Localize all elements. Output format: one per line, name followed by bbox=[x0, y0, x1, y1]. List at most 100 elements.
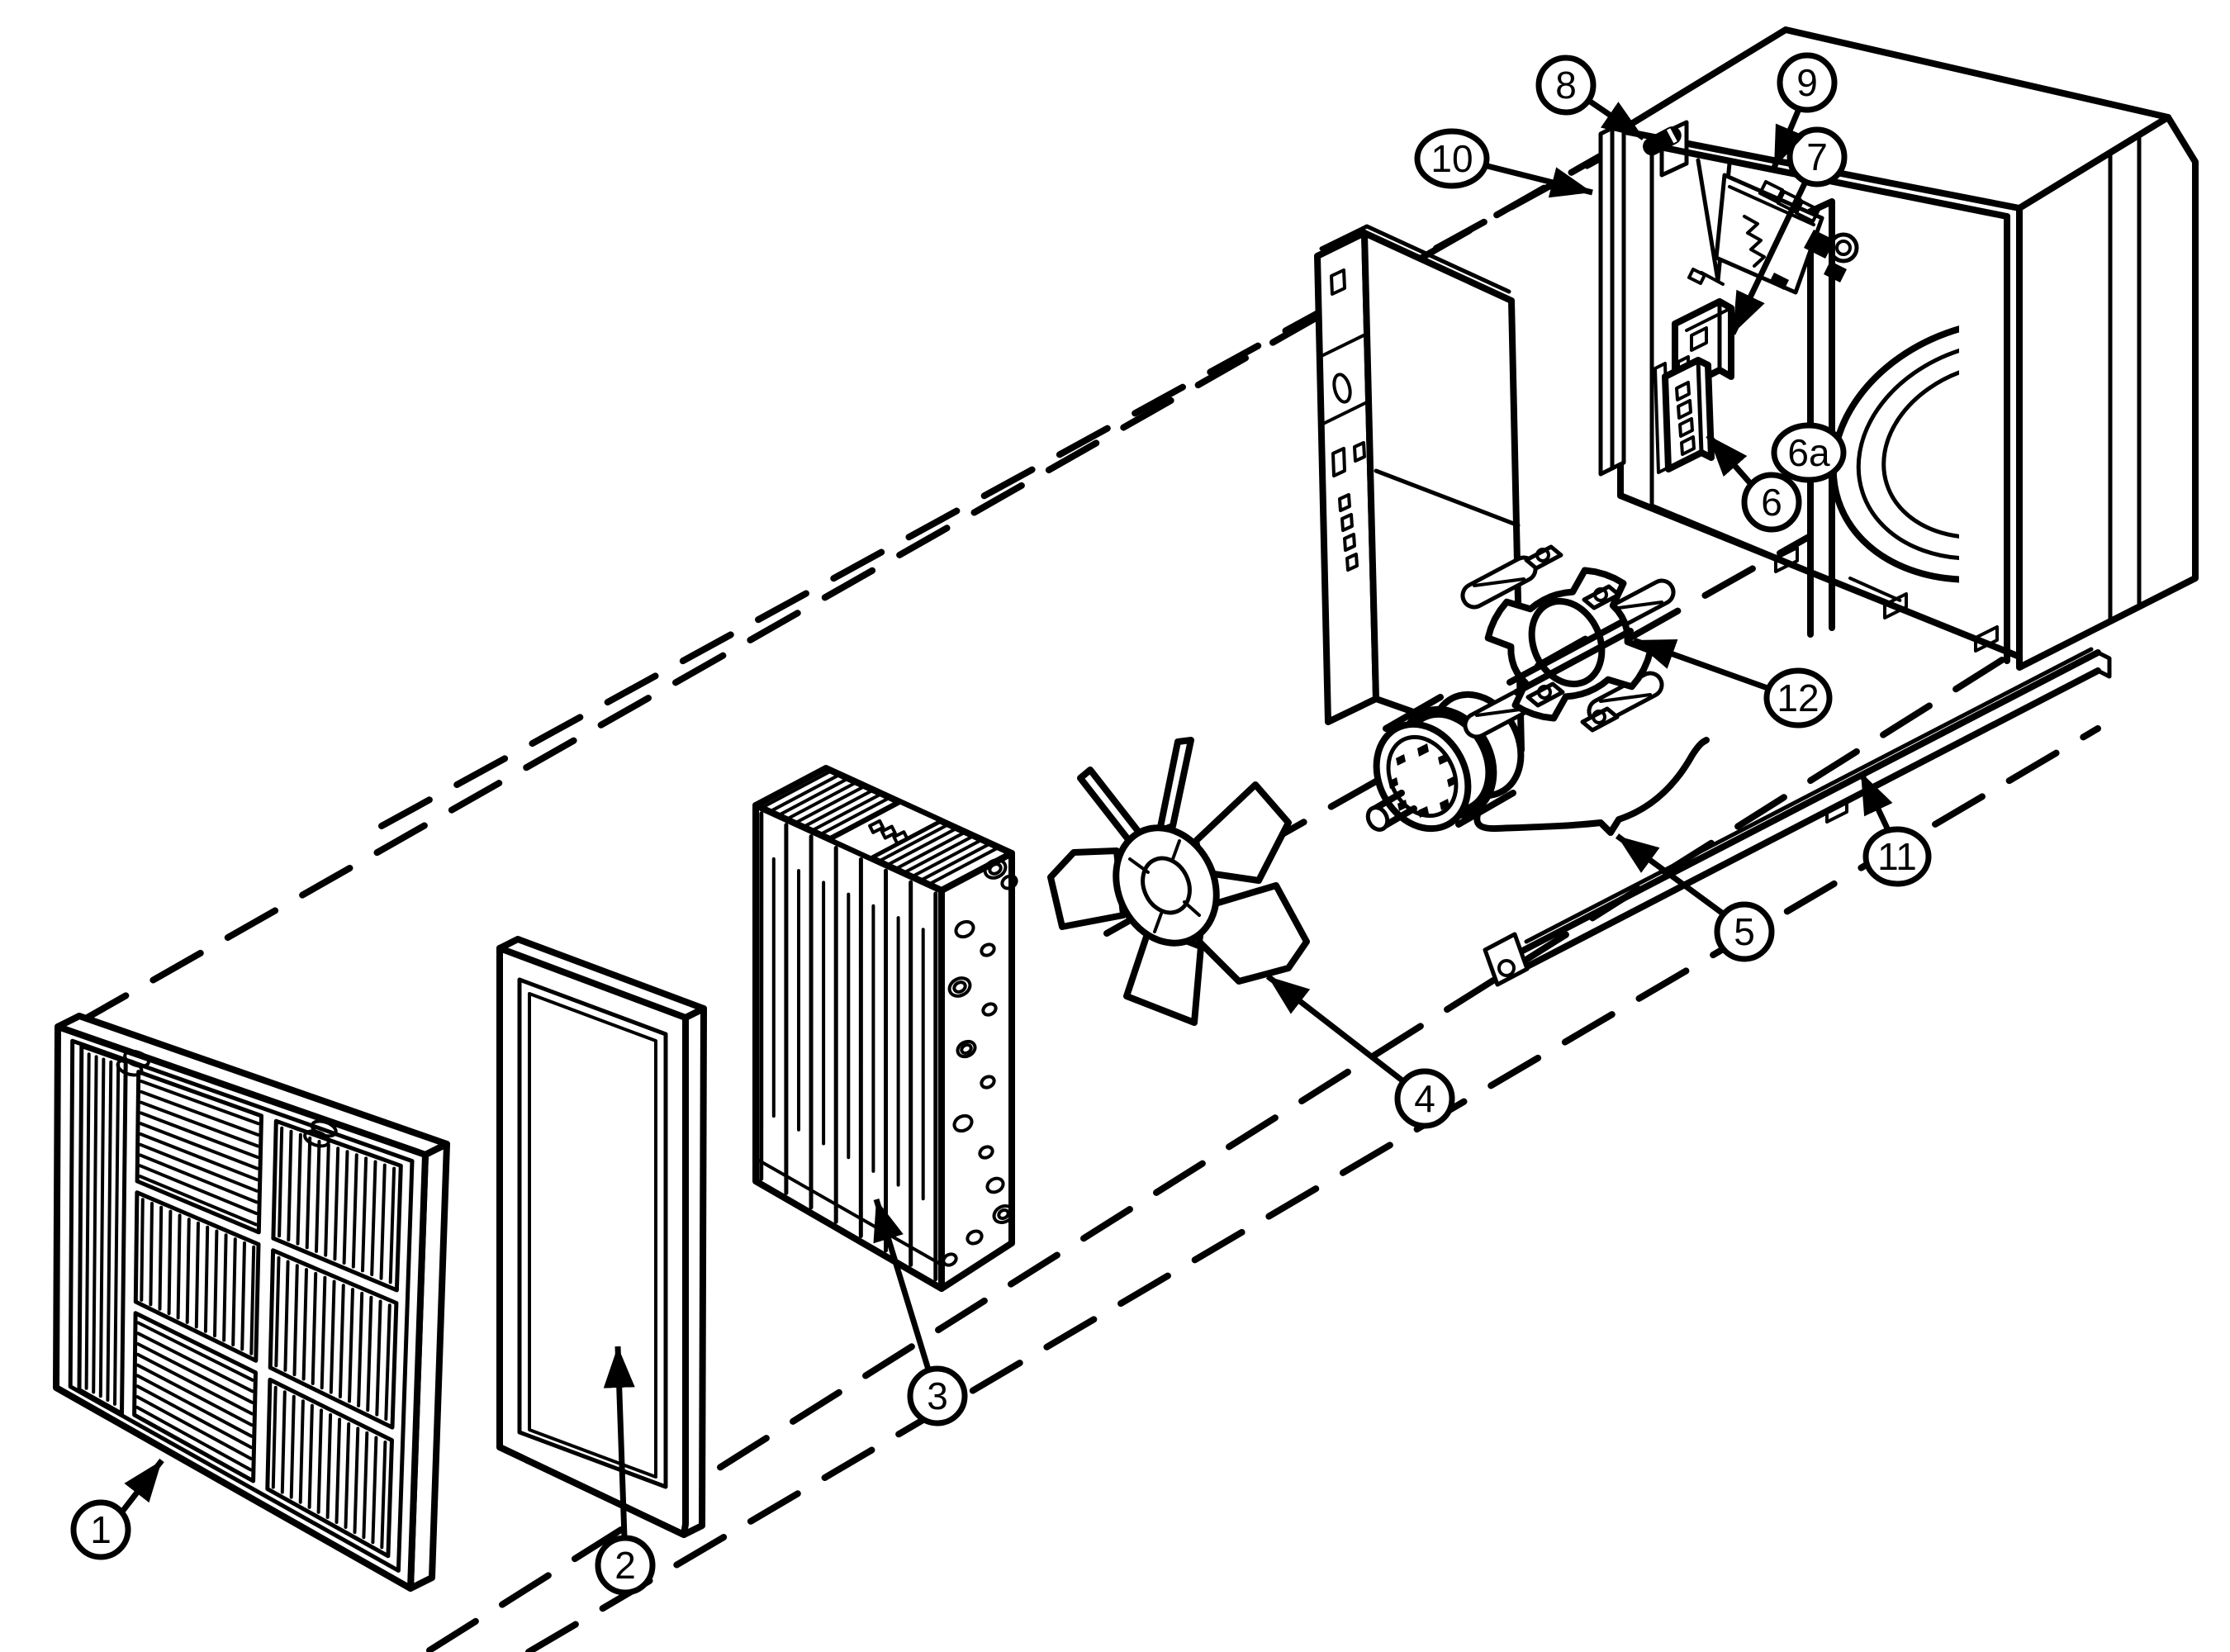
callout-4-leader bbox=[1265, 974, 1406, 1084]
board bbox=[1714, 173, 1824, 295]
callout-2-circle bbox=[595, 1535, 656, 1596]
board-spring bbox=[1743, 215, 1766, 268]
mounting-screw bbox=[1643, 126, 1682, 156]
axis-line-bottom-1 bbox=[426, 615, 2072, 1652]
control-box-slot bbox=[1330, 268, 1346, 296]
callout-12: 12 bbox=[1632, 637, 1833, 729]
grille-screw-hole bbox=[116, 1058, 144, 1077]
callout-4: 4 bbox=[1265, 974, 1455, 1129]
callout-5-number: 5 bbox=[1734, 910, 1755, 953]
callout-10-leader bbox=[1487, 163, 1593, 198]
control-panel-box bbox=[1314, 224, 1525, 753]
callout-9: 9 bbox=[1771, 52, 1838, 169]
callout-6-number: 6 bbox=[1761, 481, 1782, 524]
bracket-mount-tab bbox=[1580, 706, 1620, 733]
callout-7-leader bbox=[1729, 180, 1809, 335]
coil-tube-end bbox=[952, 1113, 974, 1133]
terminal-block-slots bbox=[1675, 381, 1696, 456]
filter-inner-frame bbox=[517, 977, 668, 1489]
front-grille bbox=[53, 1013, 450, 1592]
callout-1-circle bbox=[70, 1499, 131, 1560]
callout-7-number: 7 bbox=[1806, 135, 1828, 178]
grille-louvers bbox=[138, 1080, 260, 1227]
coil-tube-end bbox=[947, 976, 972, 998]
board-coil-component bbox=[1828, 232, 1859, 263]
blower-opening-arcs bbox=[1834, 317, 1959, 583]
coil-tube-end bbox=[954, 919, 975, 939]
callout-11-number: 11 bbox=[1877, 835, 1917, 878]
callout-3-circle bbox=[907, 1365, 968, 1427]
coil-tube-end bbox=[942, 1252, 958, 1267]
bracket-mount-tab bbox=[1524, 544, 1563, 571]
motor-mount-bracket bbox=[1460, 544, 1676, 739]
callout-3-number: 3 bbox=[927, 1374, 948, 1417]
control-board bbox=[1687, 158, 1859, 295]
callout-10-number: 10 bbox=[1431, 137, 1473, 180]
callout-1-number: 1 bbox=[90, 1508, 112, 1551]
callout-8: 8 bbox=[1535, 55, 1645, 140]
coil-tube-end bbox=[985, 1176, 1005, 1194]
callout-6a-circle bbox=[1771, 422, 1847, 483]
callout-1: 1 bbox=[70, 1458, 164, 1560]
control-box-front-face bbox=[1361, 230, 1525, 753]
fan-blade-west bbox=[1047, 847, 1127, 930]
coil-tube-end bbox=[1000, 874, 1018, 890]
callout-8-leader bbox=[1587, 98, 1645, 140]
base-rail bbox=[1483, 647, 2112, 987]
cabinet-shell bbox=[1617, 26, 2199, 671]
motor-bolt-holes bbox=[1388, 743, 1457, 818]
coil-tube-end bbox=[952, 980, 967, 994]
coil-tube-end bbox=[980, 1075, 996, 1089]
grille-screw-hole bbox=[123, 1049, 151, 1068]
control-box-hole bbox=[1332, 373, 1352, 404]
callout-11: 11 bbox=[1858, 771, 1932, 887]
cabinet-floor-clips bbox=[1774, 546, 1999, 653]
callout-9-number: 9 bbox=[1796, 61, 1818, 104]
callout-6-circle bbox=[1741, 472, 1802, 533]
callout-2: 2 bbox=[595, 1346, 656, 1596]
grille-louvers bbox=[278, 1126, 396, 1284]
coil-assembly bbox=[752, 765, 1018, 1292]
bracket-mount-tab bbox=[1525, 681, 1565, 708]
callout-12-circle bbox=[1763, 667, 1833, 729]
callout-6a-number: 6a bbox=[1787, 431, 1830, 474]
coil-tube-end bbox=[981, 1002, 998, 1017]
callout-10: 10 bbox=[1414, 128, 1593, 198]
coil-tube-end bbox=[997, 1208, 1010, 1221]
fan-hub-inner bbox=[1141, 856, 1192, 915]
callout-11-circle bbox=[1862, 826, 1932, 887]
coil-tube-end bbox=[980, 942, 996, 957]
axis-line-bottom-2 bbox=[525, 725, 2101, 1652]
grille-side-slats bbox=[84, 1052, 121, 1406]
fan-blade-southeast bbox=[1196, 882, 1310, 985]
fan-blade-north bbox=[1156, 737, 1194, 834]
grille-screw-hole bbox=[303, 1129, 330, 1148]
coil-tube-end bbox=[978, 1145, 994, 1160]
callout-5-leader bbox=[1615, 833, 1725, 916]
callout-9-leader bbox=[1771, 107, 1805, 169]
coil-tube-end bbox=[992, 1203, 1015, 1225]
callout-2-leader bbox=[603, 1346, 635, 1538]
terminal-block bbox=[1654, 357, 1715, 474]
grille-louvers bbox=[140, 1198, 256, 1355]
callout-12-leader bbox=[1632, 637, 1769, 691]
grille-louvers bbox=[271, 1385, 387, 1550]
switch-box-hole bbox=[1690, 326, 1708, 352]
filter-frame bbox=[496, 936, 707, 1538]
coil-tube-end bbox=[966, 1229, 984, 1246]
rail-clip bbox=[1825, 798, 1848, 824]
callout-2-number: 2 bbox=[614, 1544, 636, 1587]
fan-hub-outer bbox=[1113, 824, 1220, 947]
seal-strip bbox=[1598, 120, 1626, 477]
coil-tube-end bbox=[956, 1039, 977, 1059]
callout-5: 5 bbox=[1615, 833, 1775, 962]
callout-6a: 6a bbox=[1771, 422, 1847, 483]
callout-12-number: 12 bbox=[1777, 676, 1819, 719]
bracket-center-hole bbox=[1528, 597, 1606, 688]
callout-9-circle bbox=[1777, 52, 1838, 113]
callout-4-circle bbox=[1394, 1068, 1455, 1129]
coil-tube-end bbox=[988, 862, 1003, 876]
coil-fins bbox=[759, 811, 938, 1282]
